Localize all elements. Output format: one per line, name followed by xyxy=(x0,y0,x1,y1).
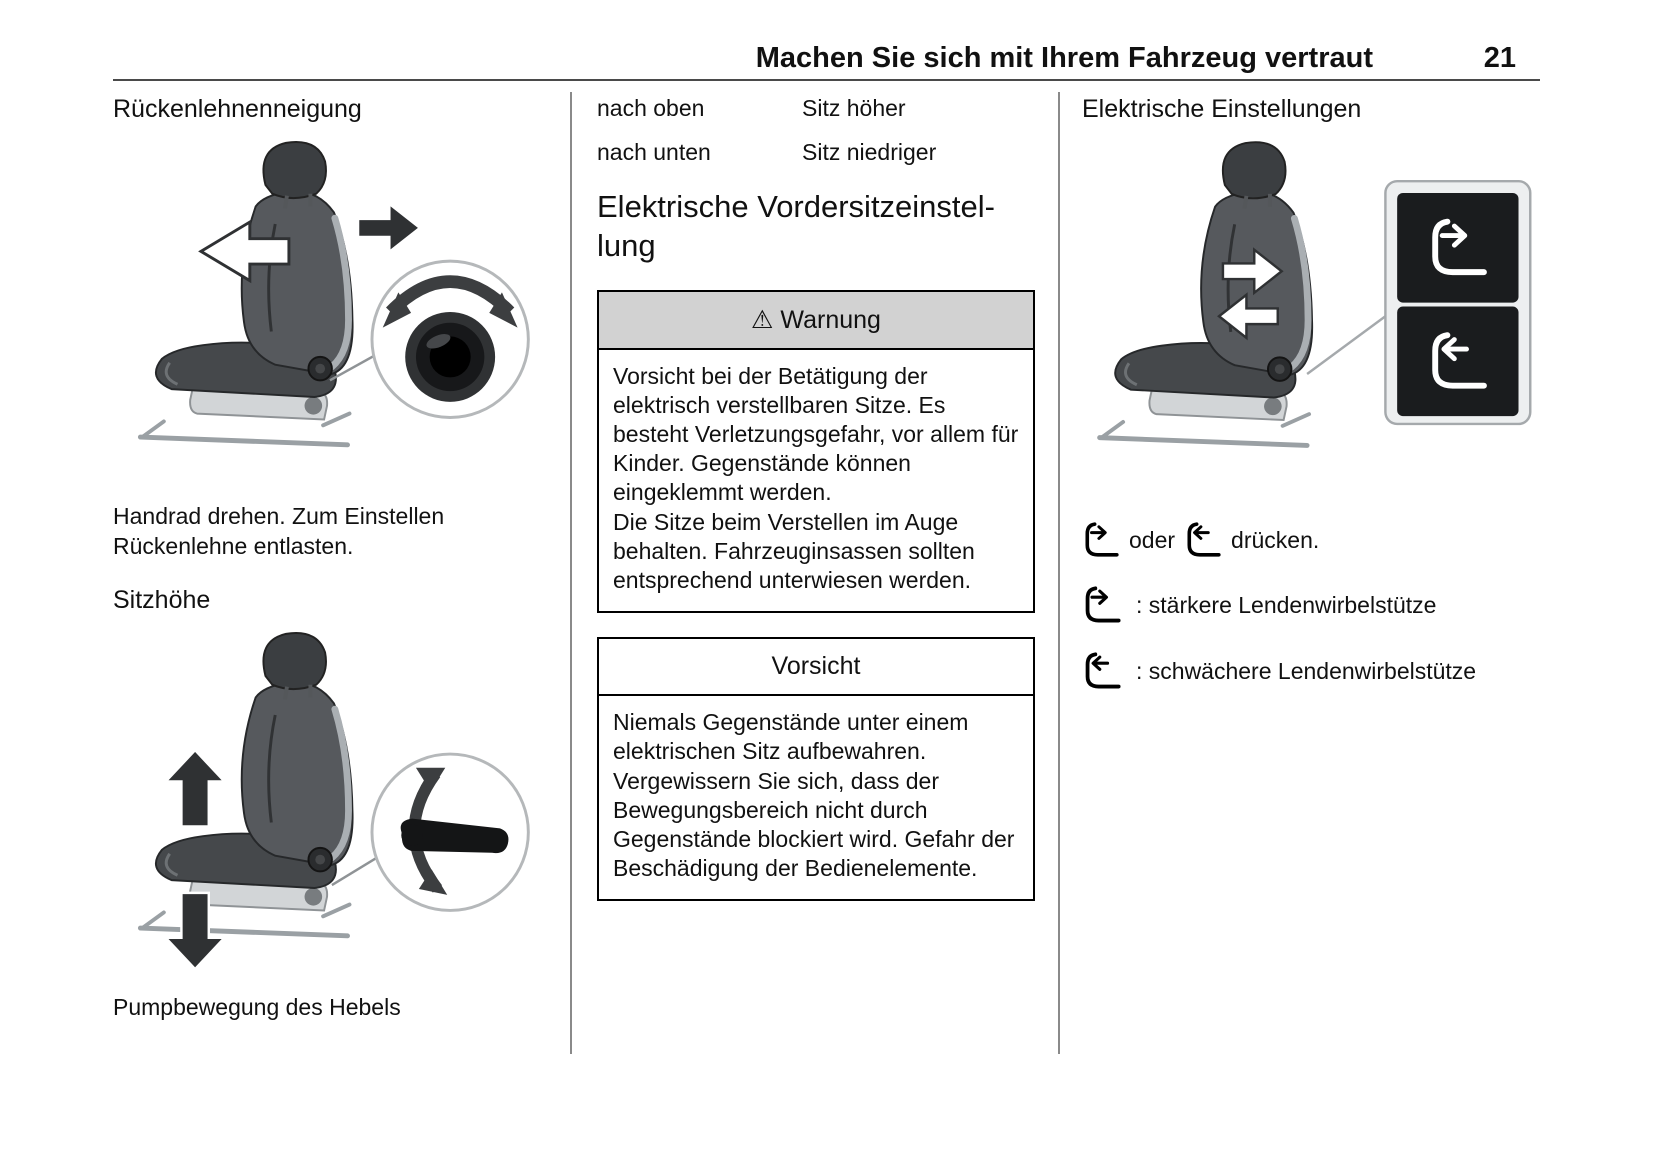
or-label: oder xyxy=(1129,526,1176,553)
press-instruction-line: oder drücken. xyxy=(1082,521,1542,559)
caution-box-header: Vorsicht xyxy=(599,639,1033,697)
table-value: Sitz niedriger xyxy=(802,139,937,165)
warning-box-body: Vorsicht bei der Betätigung der elektris… xyxy=(599,350,1033,612)
warning-box: ⚠ Warnung Vorsicht bei der Betätigung de… xyxy=(597,289,1035,614)
lumbar-weaker-seat-icon xyxy=(1082,651,1122,691)
lumbar-item-label: : stärkere Lendenwirbelstütze xyxy=(1136,591,1437,618)
caution-box-body: Niemals Gegenstände unter einem elektris… xyxy=(599,696,1033,899)
lumbar-stronger-seat-icon xyxy=(1082,585,1122,625)
caution-title: Vorsicht xyxy=(771,652,861,681)
lumbar-weaker-seat-icon xyxy=(1184,521,1222,559)
page-title: Machen Sie sich mit Ihrem Fahrzeug vertr… xyxy=(755,42,1373,74)
lumbar-item-label: : schwächere Lendenwirbelstütze xyxy=(1136,657,1477,684)
caution-box: Vorsicht Niemals Gegenstände unter einem… xyxy=(597,637,1035,902)
height-seat-illustration xyxy=(113,625,530,971)
table-row: nach oben Sitz höher xyxy=(597,95,1035,122)
warning-paragraph-2: Die Sitze beim Verstellen im Auge behalt… xyxy=(613,508,975,593)
seat-side-view xyxy=(140,142,352,445)
heading-seat-height: Sitzhöhe xyxy=(113,585,211,614)
electric-seat-illustration xyxy=(1082,134,1532,477)
seat-side-view xyxy=(1100,142,1313,445)
header-divider xyxy=(113,79,1540,81)
lumbar-weaker-button xyxy=(1397,306,1519,417)
warning-icon: ⚠ xyxy=(751,305,774,334)
lumbar-switch-panel-inset xyxy=(1306,179,1532,426)
lumbar-arrow-forward-icon xyxy=(1221,247,1284,296)
press-label: drücken. xyxy=(1231,526,1320,553)
caption-pump-lever: Pumpbewegung des Hebels xyxy=(113,993,401,1020)
table-key: nach unten xyxy=(597,139,711,165)
table-value: Sitz höher xyxy=(802,95,906,121)
handwheel-detail-inset xyxy=(329,259,530,419)
middle-column: nach oben Sitz höher nach unten Sitz nie… xyxy=(597,95,1035,902)
caution-text: Niemals Gegenstände unter einem elektris… xyxy=(613,709,1015,882)
left-column: Rückenlehnenneigung Handrad drehen. Zum … xyxy=(113,95,553,1023)
pump-lever-detail-inset xyxy=(331,752,530,912)
warning-box-header: ⚠ Warnung xyxy=(599,291,1033,350)
column-separator-2 xyxy=(1058,92,1060,1054)
recline-arrow-left-icon xyxy=(198,219,291,284)
lumbar-item-weaker: : schwächere Lendenwirbelstütze xyxy=(1082,651,1542,691)
recline-seat-illustration xyxy=(113,134,530,486)
lumbar-arrow-back-icon xyxy=(1217,292,1279,341)
table-row: nach unten Sitz niedriger xyxy=(597,139,1035,166)
lumbar-item-stronger: : stärkere Lendenwirbelstütze xyxy=(1082,585,1542,625)
lumbar-stronger-seat-icon xyxy=(1082,521,1120,559)
warning-paragraph-1: Vorsicht bei der Betätigung der elektris… xyxy=(613,362,1019,506)
heading-line1: Elektrische Vordersitzeinstel- xyxy=(597,189,995,224)
height-arrow-down-icon xyxy=(162,891,228,971)
table-key: nach oben xyxy=(597,95,705,121)
lumbar-stronger-button xyxy=(1397,192,1519,303)
page-number: 21 xyxy=(1483,42,1516,74)
heading-electric-settings: Elektrische Einstellungen xyxy=(1082,95,1362,123)
recline-arrow-right-icon xyxy=(359,206,418,250)
height-arrow-up-icon xyxy=(162,748,228,828)
heading-electric-front-seat: Elektrische Vordersitzeinstel- lung xyxy=(597,188,1035,266)
heading-line2: lung xyxy=(597,227,656,263)
heading-backrest-tilt: Rückenlehnenneigung xyxy=(113,95,362,123)
right-column: Elektrische Einstellungen oder drücken. … xyxy=(1082,95,1542,691)
warning-title: Warnung xyxy=(780,305,881,334)
seat-side-view xyxy=(140,633,352,936)
column-separator-1 xyxy=(570,92,572,1054)
caption-handwheel: Handrad drehen. Zum Einstellen Rückenleh… xyxy=(113,503,445,559)
